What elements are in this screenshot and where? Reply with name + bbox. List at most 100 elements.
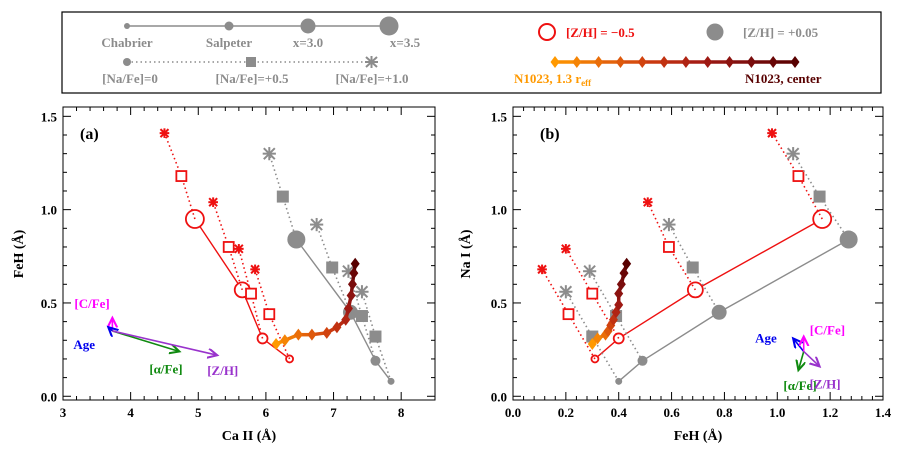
data-point (786, 147, 800, 161)
data-point (326, 261, 339, 274)
data-point (280, 334, 290, 347)
data-point (355, 310, 368, 323)
data-point (322, 326, 332, 339)
data-point (271, 338, 281, 351)
series-line (565, 291, 620, 382)
data-point (767, 128, 777, 138)
data-point (586, 287, 599, 300)
legend-n1023-marker (659, 56, 669, 68)
panel-a-xtick-label: 3 (60, 405, 67, 420)
legend-label-nafe0: [Na/Fe]=0 (102, 71, 158, 86)
panel-a-xtick-label: 5 (195, 405, 202, 420)
vector-label-afe: [α/Fe] (149, 361, 182, 376)
panel-b-xtick-label: 0.0 (505, 405, 521, 420)
data-point (332, 321, 342, 334)
panel-b-xtick-label: 0.8 (716, 405, 733, 420)
series-line (594, 218, 823, 360)
legend-n1023-marker (703, 56, 713, 68)
panel-b-vectors: Age[C/Fe][α/Fe][Z/H] (755, 323, 845, 394)
data-point (614, 298, 624, 311)
legend: Chabrier Salpeter x=3.0 x=3.5 [Na/Fe]=0 … (61, 11, 882, 94)
legend-marker-zh-high (706, 23, 724, 41)
legend-label-chabrier: Chabrier (101, 35, 153, 50)
data-point (537, 264, 547, 275)
panel-a-ytick-label: 0.0 (41, 389, 57, 404)
legend-label-n1023-outer: N1023, 1.3 reff (514, 71, 592, 88)
data-point (587, 338, 597, 351)
series-line (565, 248, 620, 339)
data-point (642, 197, 653, 207)
series-line (618, 238, 849, 382)
data-point (293, 328, 303, 341)
panel-a-ytick-label: 1.0 (41, 203, 57, 218)
legend-label-zh-high: [Z/H] = +0.05 (743, 25, 819, 40)
panel-a-xtick-label: 4 (127, 405, 134, 420)
data-point (343, 302, 353, 315)
data-point (622, 257, 632, 270)
legend-n1023-marker (615, 56, 625, 68)
data-point (347, 278, 357, 291)
legend-marker-nafe05 (246, 57, 256, 67)
data-point (262, 147, 276, 161)
legend-n1023-marker (572, 56, 582, 68)
vector-label-afe: [α/Fe] (783, 378, 816, 393)
data-point (369, 330, 382, 343)
legend-marker-x30 (300, 18, 316, 34)
panel-b-xtick-label: 1.0 (769, 405, 785, 420)
series-line (541, 268, 596, 360)
legend-n1023-marker (746, 56, 756, 68)
panel-a-xtick-label: 7 (330, 405, 337, 420)
legend-marker-nafe0 (123, 58, 131, 66)
data-point (263, 308, 276, 321)
data-point (341, 313, 351, 326)
legend-label-nafe10: [Na/Fe]=+1.0 (336, 71, 409, 86)
legend-marker-chabrier (124, 23, 130, 29)
data-point (355, 285, 369, 299)
panel-b-xtick-label: 1.4 (875, 405, 892, 420)
data-point (559, 285, 573, 299)
panel-b-xtick-label: 0.4 (611, 405, 628, 420)
panel-b-xlabel: FeH (Å) (674, 428, 723, 444)
data-point (813, 190, 826, 203)
vector-arrow-afe (798, 351, 803, 370)
panel-b-ylabel: Na I (Å) (458, 229, 474, 278)
panel-b-ytick-label: 0.5 (491, 296, 508, 311)
vector-label-zh: [Z/H] (810, 376, 841, 391)
legend-n1023-marker (725, 56, 735, 68)
panel-a-xtick-label: 8 (398, 405, 405, 420)
vector-arrow-zh (112, 330, 217, 355)
vector-arrow-age (108, 327, 112, 331)
legend-marker-x35 (379, 16, 399, 36)
data-point (663, 241, 675, 253)
series-line (588, 270, 644, 362)
legend-n1023-marker (681, 56, 691, 68)
legend-label-n1023-center: N1023, center (745, 71, 822, 86)
panel-a-data (159, 128, 395, 385)
legend-label-salpeter: Salpeter (206, 35, 252, 50)
legend-n1023-marker (790, 56, 800, 68)
data-point (616, 278, 626, 291)
data-point (250, 264, 260, 275)
panel-a-ytick-label: 1.5 (41, 109, 58, 124)
data-point (346, 289, 356, 302)
data-point (686, 261, 699, 274)
legend-label-x35: x=3.5 (390, 35, 421, 50)
data-point (662, 217, 676, 232)
legend-marker-nafe10 (365, 56, 378, 68)
data-point (614, 287, 624, 300)
legend-marker-zh-low (538, 23, 556, 41)
data-point (583, 264, 597, 278)
data-point (307, 328, 317, 341)
panel-a-ytick-label: 0.5 (41, 296, 58, 311)
vector-arrow-afe (112, 330, 179, 352)
panel-b-ytick-label: 1.0 (491, 203, 507, 218)
data-point (792, 170, 805, 182)
legend-n1023-marker (768, 56, 778, 68)
vector-label-zh: [Z/H] (207, 363, 238, 378)
data-point (208, 197, 218, 207)
legend-n1023-track (550, 56, 800, 68)
